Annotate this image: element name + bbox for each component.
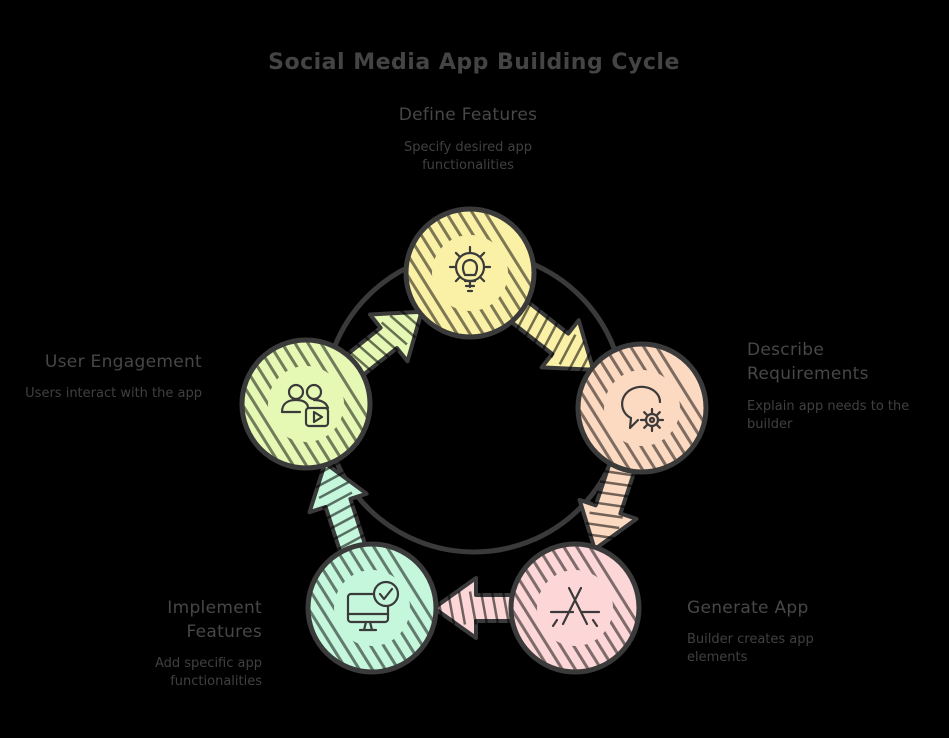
arrow-generate-to-implement — [432, 576, 519, 640]
arrow-engage-to-define-hatch — [398, 307, 425, 332]
arrow-define-to-describe-hatch — [532, 313, 551, 345]
arrow-describe-to-generate-hatch — [589, 511, 623, 519]
arrow-define-to-describe-hatch — [575, 347, 594, 379]
arrow-generate-to-implement-hatch — [468, 591, 478, 625]
stage-node-generate — [508, 541, 642, 675]
arrow-implement-to-engage-hatch — [318, 480, 350, 500]
chat-gear-icon — [621, 385, 665, 433]
arrow-describe-to-generate-hatch — [582, 532, 616, 540]
stage-outline-define — [403, 206, 537, 340]
arrow-generate-to-implement-hatch — [435, 591, 445, 625]
arrow-implement-to-engage-hatch — [332, 522, 363, 541]
arrow-engage-to-define-hatch — [346, 348, 374, 373]
arrow-define-to-describe-hatch — [515, 300, 534, 332]
arrow-generate-to-implement-hatch — [501, 591, 511, 625]
arrow-implement-to-engage-hatch — [311, 460, 343, 479]
arrow-define-to-describe-hatch — [558, 334, 577, 365]
gear-lightbulb-icon — [448, 245, 492, 293]
arrow-generate-to-implement-hatch — [457, 591, 467, 625]
app-store-icon — [549, 586, 601, 628]
stage-title-implement-features: Implement Features — [167, 598, 262, 642]
stage-desc-user-engagement: Users interact with the app — [25, 386, 202, 401]
cycle-nodes — [239, 206, 709, 675]
arrow-implement-to-engage-hatch — [321, 491, 353, 510]
arrow-define-to-describe-hatch — [549, 327, 568, 359]
arrow-describe-to-generate-hatch — [585, 521, 620, 530]
arrow-implement-to-engage-hatch — [315, 470, 346, 489]
arrow-implement-to-engage-hatch — [325, 501, 356, 520]
monitor-check-icon — [346, 580, 400, 632]
stage-outline-implement — [305, 541, 439, 675]
arrow-generate-to-implement-hatch — [446, 591, 456, 625]
arrow-define-to-describe-hatch — [541, 320, 560, 352]
diagram-title: Social Media App Building Cycle — [268, 50, 680, 75]
arrow-implement-to-engage — [307, 461, 369, 559]
arrow-describe-to-generate-hatch — [603, 469, 637, 478]
stage-node-implement — [305, 541, 439, 675]
arrow-define-to-describe-hatch — [567, 340, 586, 372]
arrow-engage-to-define-hatch — [389, 314, 417, 339]
stage-desc-implement-features: Add specific app functionalities — [154, 656, 262, 689]
arrow-describe-to-generate-hatch — [592, 501, 627, 509]
stage-desc-define-features: Specify desired app functionalities — [404, 140, 532, 173]
stage-desc-generate-app: Builder creates app elements — [687, 632, 814, 665]
arrow-implement-to-engage-hatch — [335, 533, 367, 552]
stage-icon-bg-implement — [334, 570, 410, 646]
stage-icon-bg-generate — [537, 570, 613, 646]
arrow-implement-to-engage-hatch — [328, 512, 360, 531]
stage-title-define-features: Define Features — [398, 105, 538, 125]
arrow-describe-to-generate-hatch — [599, 480, 634, 488]
stage-title-user-engagement: User Engagement — [44, 352, 202, 372]
stage-title-describe-requirements: Describe Requirements — [747, 340, 869, 384]
stage-node-engage — [239, 337, 373, 471]
arrow-generate-to-implement-hatch — [479, 591, 489, 625]
stage-node-define — [403, 206, 537, 340]
arrow-engage-to-define-hatch — [363, 335, 391, 360]
stage-outline-engage — [239, 337, 373, 471]
stage-outline-describe — [575, 341, 709, 475]
arrow-engage-to-define-hatch — [355, 342, 382, 367]
stage-desc-describe-requirements: Explain app needs to the builder — [747, 399, 910, 432]
users-video-icon — [280, 383, 330, 428]
arrow-describe-to-generate-hatch — [596, 490, 630, 498]
arrow-engage-to-define-hatch — [372, 328, 400, 353]
arrow-define-to-describe-hatch — [523, 306, 542, 338]
stage-icon-bg-describe — [604, 370, 680, 446]
arrow-generate-to-implement-hatch — [490, 591, 500, 625]
stage-outline-generate — [508, 541, 642, 675]
stage-title-generate-app: Generate App — [687, 598, 809, 618]
cycle-arrows — [307, 296, 639, 640]
arrow-engage-to-define-hatch — [380, 321, 408, 346]
stage-icon-bg-define — [432, 235, 508, 311]
